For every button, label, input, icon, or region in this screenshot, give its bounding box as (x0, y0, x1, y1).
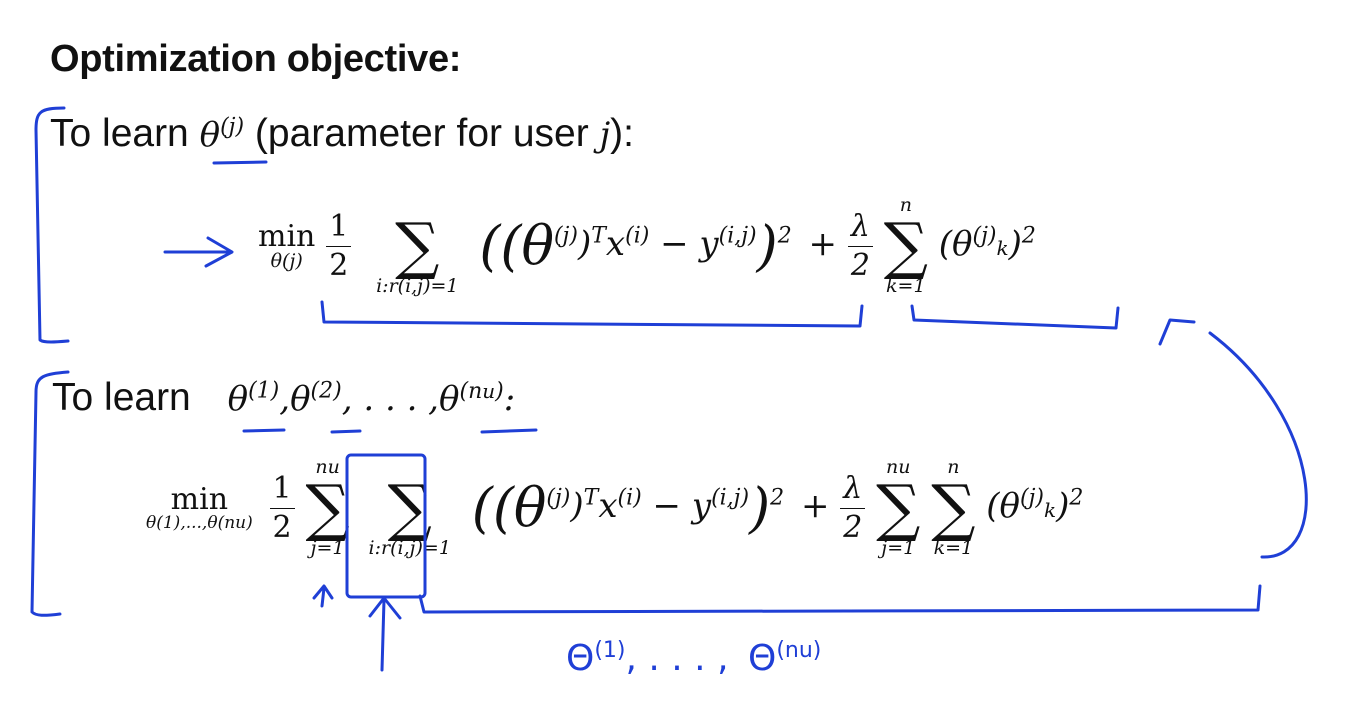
eq2-plus: + (800, 486, 830, 526)
eq2-min: min θ(1),...,θ(nu) (146, 481, 253, 533)
bracket-section2 (30, 370, 70, 617)
bracket-section1 (34, 106, 70, 344)
section2-prefix: To learn (52, 376, 191, 419)
eq1-reg-term: (θ(j)k)2 (938, 223, 1036, 264)
eq2-sum-j-reg: nu ∑ j=1 (876, 456, 921, 559)
eq2-sum-j: nu ∑ j=1 (305, 456, 350, 559)
section1-j: j (599, 115, 611, 155)
underbrace-combined (418, 584, 1262, 614)
underbrace-reg-term (910, 304, 1120, 330)
handwritten-theta-range: Θ(1), . . . , Θ(nu) (566, 638, 822, 679)
arrow-to-eq1 (163, 236, 234, 268)
section2-theta-list: θ(1),θ(2), . . . ,θ(nu): (227, 378, 516, 419)
small-arrow-left (312, 584, 334, 608)
eq1-plus: + (808, 224, 838, 264)
eq1-sum-i: ∑ i:r(i,j)=1 (376, 209, 459, 297)
underline-theta-j (212, 160, 268, 165)
eq1-sum-k: n ∑ k=1 (883, 194, 928, 297)
underbrace-error-term (320, 300, 864, 328)
arrow-up-to-box (368, 596, 402, 672)
section1-theta: θ(j) (199, 114, 245, 155)
curved-arrow-right (1158, 318, 1308, 559)
underline-theta-2 (330, 429, 362, 434)
section1-suffix-a: (parameter for user (254, 112, 589, 155)
underline-theta-1 (242, 428, 286, 433)
eq2-sum-k-reg: n ∑ k=1 (931, 456, 976, 559)
eq2-sum-i: ∑ i:r(i,j)=1 (368, 471, 451, 559)
section1-heading: To learn θ(j) (parameter for user j): (50, 112, 634, 156)
slide-title: Optimization objective: (50, 38, 462, 80)
section1-prefix: To learn (50, 112, 189, 155)
box-sum-j (345, 453, 427, 599)
eq1-min: min θ(j) (258, 218, 316, 272)
eq1-error-term: ((θ(j))Tx(i) − y(i,j))2 (479, 214, 792, 278)
eq2-error-term: ((θ(j))Tx(i) − y(i,j))2 (471, 476, 785, 540)
section2-heading: To learn θ(1),θ(2), . . . ,θ(nu): (52, 376, 515, 420)
underline-theta-nu (480, 428, 538, 434)
section1-suffix-b: ): (610, 112, 634, 155)
eq2-reg-term: (θ(j)k)2 (986, 485, 1084, 526)
